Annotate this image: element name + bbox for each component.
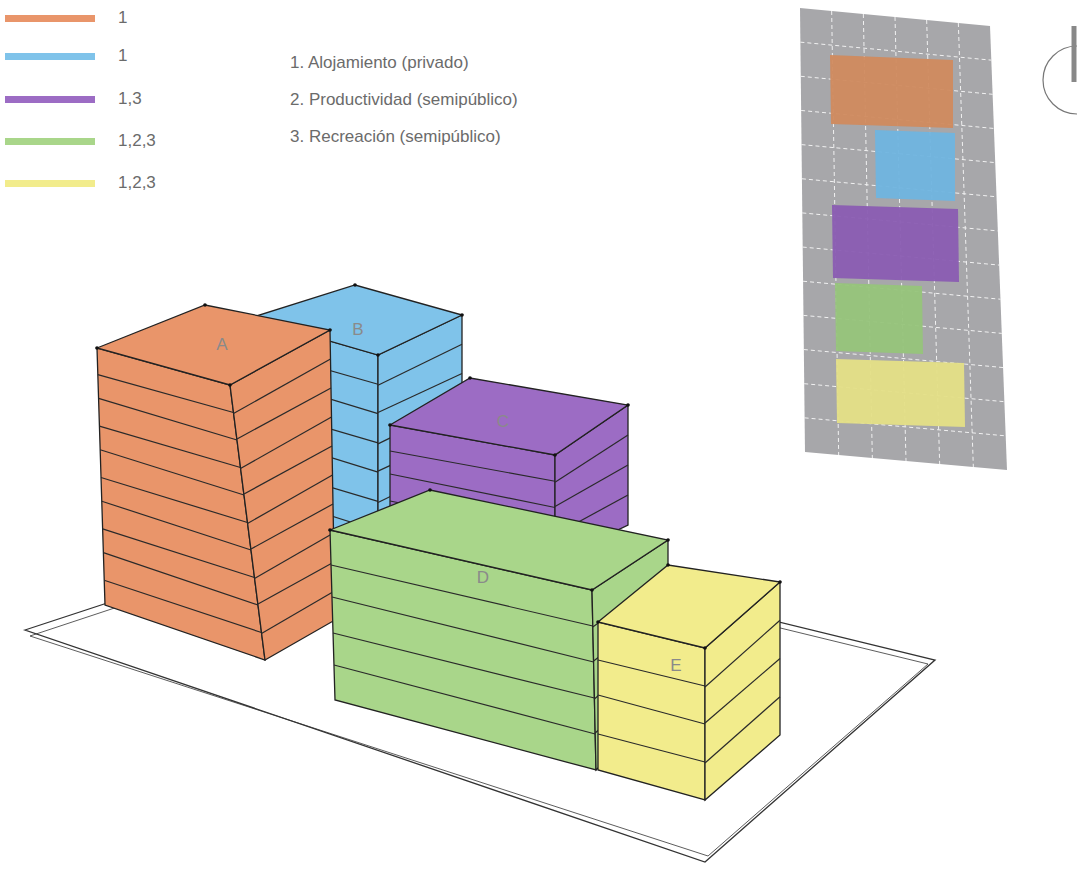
legend-text: 1,2,3 bbox=[118, 131, 156, 151]
floor-line bbox=[332, 597, 594, 662]
site-plan bbox=[800, 8, 1007, 470]
corner-dot bbox=[203, 303, 207, 307]
legend-swatch bbox=[5, 180, 95, 187]
floor-line bbox=[334, 665, 595, 734]
corner-dot bbox=[666, 538, 670, 542]
corner-dot bbox=[460, 313, 464, 317]
block-letter: E bbox=[670, 656, 681, 675]
block-label: A bbox=[210, 333, 233, 357]
use-label: 1. Alojamiento (privado) bbox=[290, 53, 469, 73]
corner-dot bbox=[590, 588, 594, 592]
corner-dot bbox=[666, 563, 670, 567]
block-label: D bbox=[471, 566, 495, 590]
floor-line bbox=[99, 426, 240, 467]
floor-line bbox=[244, 446, 332, 494]
corner-dot bbox=[353, 283, 357, 287]
block-face bbox=[230, 330, 335, 660]
floor-line bbox=[251, 504, 333, 549]
block-roof bbox=[97, 305, 330, 385]
building-blocks bbox=[95, 283, 782, 800]
floor-line bbox=[241, 417, 332, 469]
massing-block bbox=[596, 563, 782, 800]
block-roof bbox=[330, 490, 668, 590]
floor-line bbox=[598, 734, 705, 762]
legend-text: 1 bbox=[118, 8, 127, 28]
floor-line bbox=[100, 450, 244, 495]
floor-line bbox=[248, 475, 333, 524]
corner-dot bbox=[553, 453, 557, 457]
legend-text: 1 bbox=[118, 46, 127, 66]
corner-dot bbox=[388, 423, 392, 427]
use-label: 2. Productividad (semipúblico) bbox=[290, 90, 518, 110]
block-letter: A bbox=[216, 335, 227, 354]
corner-dot bbox=[95, 346, 99, 350]
north-symbol bbox=[1043, 26, 1077, 114]
legend-swatch bbox=[5, 96, 95, 103]
legend-swatch bbox=[5, 15, 95, 22]
floor-line bbox=[101, 478, 248, 523]
corner-dot bbox=[428, 488, 432, 492]
legend-text: 1,3 bbox=[118, 89, 142, 109]
corner-dot bbox=[376, 353, 380, 357]
floor-line bbox=[103, 553, 258, 605]
floor-line bbox=[103, 529, 255, 578]
corner-dot bbox=[328, 528, 332, 532]
corner-dot bbox=[596, 620, 600, 624]
block-label: E bbox=[664, 654, 687, 678]
legend-swatch bbox=[5, 138, 95, 145]
block-letter: B bbox=[352, 320, 363, 339]
floor-line bbox=[555, 465, 628, 507]
floor-line bbox=[390, 451, 555, 481]
corner-dot bbox=[468, 376, 472, 380]
floor-line bbox=[104, 580, 261, 632]
floor-line bbox=[262, 591, 335, 634]
massing-block bbox=[95, 303, 335, 660]
floor-line bbox=[237, 388, 331, 439]
block-label: B bbox=[346, 318, 369, 342]
corner-dot bbox=[626, 403, 630, 407]
block-label: C bbox=[491, 410, 515, 434]
floor-line bbox=[102, 501, 251, 550]
floor-line bbox=[598, 695, 705, 724]
corner-dot bbox=[228, 383, 232, 387]
legend-swatch bbox=[5, 53, 95, 60]
floor-line bbox=[333, 633, 594, 698]
legend-text: 1,2,3 bbox=[118, 173, 156, 193]
floor-line bbox=[705, 697, 780, 763]
block-roof bbox=[598, 565, 780, 648]
use-label: 3. Recreación (semipúblico) bbox=[290, 127, 501, 147]
corner-dot bbox=[778, 580, 782, 584]
block-roof bbox=[390, 378, 628, 455]
block-letter: D bbox=[477, 568, 489, 587]
floor-line bbox=[99, 398, 237, 440]
floor-line bbox=[255, 533, 334, 579]
corner-dot bbox=[703, 646, 707, 650]
corner-dot bbox=[328, 328, 332, 332]
grid-line bbox=[800, 42, 991, 60]
block-face bbox=[598, 622, 705, 800]
block-letter: C bbox=[497, 412, 509, 431]
floor-line bbox=[598, 660, 705, 686]
floor-line bbox=[705, 659, 780, 724]
